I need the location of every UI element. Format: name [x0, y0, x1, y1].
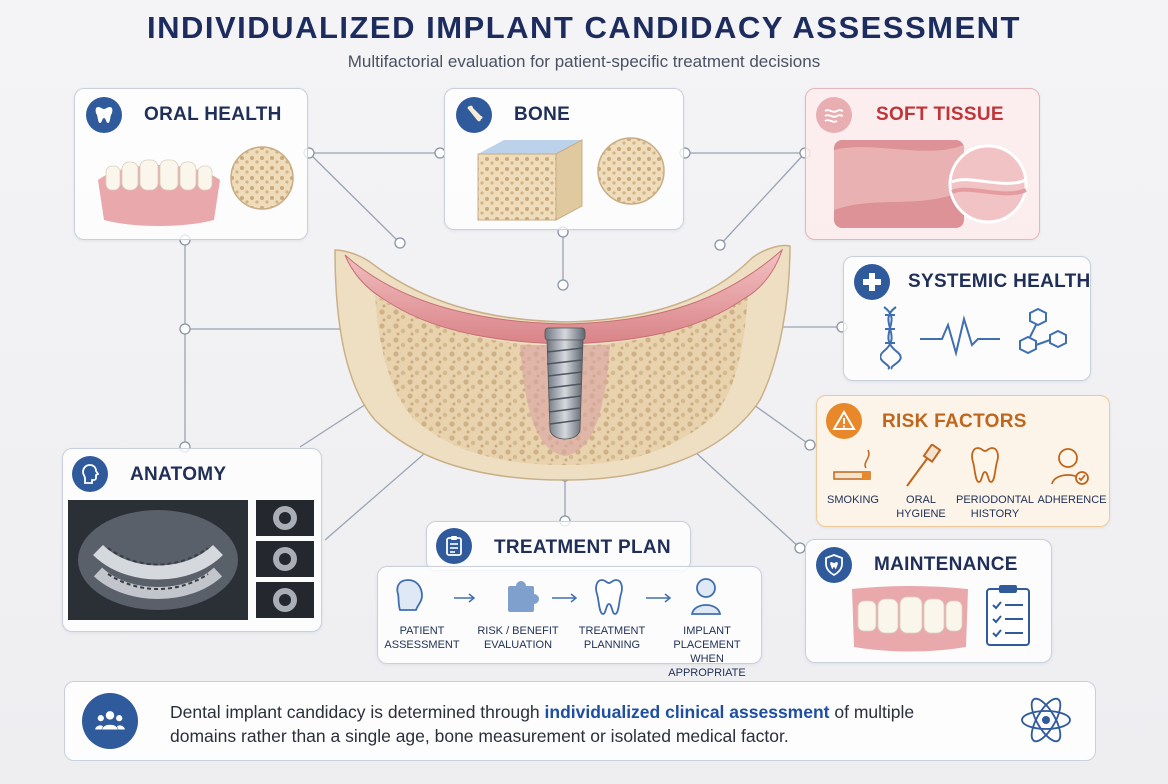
- systemic-icons: [880, 306, 1067, 370]
- teeth-gum-illustration: [98, 159, 220, 226]
- molecule-icon: [1019, 307, 1067, 355]
- tooth-plan-icon: [595, 579, 623, 615]
- risk-item-label: SMOKING: [827, 494, 879, 506]
- bone-title: BONE: [514, 104, 571, 125]
- treatment-plan-panel: [377, 566, 762, 664]
- risk-factor-icons: [833, 444, 1089, 487]
- summary-box: [64, 681, 1096, 761]
- bone-icon: [456, 97, 492, 133]
- dna-icon: [880, 306, 902, 370]
- ct-scan-slices: [256, 500, 314, 618]
- summary-highlight: individualized clinical assessment: [544, 702, 830, 722]
- treatment-plan-title: TREATMENT PLAN: [494, 537, 671, 558]
- puzzle-icon: [508, 581, 539, 612]
- summary-text-part: of multiple domains rather than a single…: [170, 702, 915, 746]
- page-title: INDIVIDUALIZED IMPLANT CANDIDACY ASSESSM…: [147, 10, 1021, 45]
- heartbeat-icon: [920, 315, 1000, 357]
- treatment-step-label: TREATMENT PLANNING: [578, 625, 646, 651]
- medical-cross-icon: [854, 264, 890, 300]
- toothbrush-icon: [906, 444, 942, 487]
- tissue-icon: [816, 97, 852, 133]
- maintenance-title: MAINTENANCE: [874, 554, 1018, 575]
- soft-tissue-title: SOFT TISSUE: [876, 104, 1004, 125]
- bone-cross-section-circle: [597, 137, 665, 205]
- cigarette-icon: [833, 449, 871, 480]
- systemic-health-title: SYSTEMIC HEALTH: [908, 271, 1091, 292]
- checklist-icon: [986, 585, 1030, 646]
- summary-text: Dental implant candidacy is determined t…: [170, 700, 930, 748]
- risk-item-label: PERIODONTAL HISTORY: [955, 494, 1035, 520]
- risk-item-label: ORAL HYGIENE: [896, 494, 946, 520]
- panoramic-xray-image: [68, 500, 248, 620]
- warning-icon: [826, 403, 862, 439]
- head-profile-icon: [72, 456, 108, 492]
- risk-item-label: ADHERENCE: [1037, 494, 1107, 506]
- healthy-teeth-illustration: [852, 586, 968, 652]
- bone-block-illustration: [477, 139, 583, 221]
- anatomy-title: ANATOMY: [130, 464, 227, 485]
- atom-icon: [1021, 697, 1071, 743]
- dentist-icon: [690, 578, 722, 615]
- people-group-icon: [82, 693, 138, 749]
- shield-tooth-icon: [816, 547, 852, 583]
- bone-texture-circle: [230, 146, 294, 210]
- treatment-step-label: IMPLANT PLACEMENT WHEN APPROPRIATE: [668, 625, 746, 679]
- tooth-icon: [86, 97, 122, 133]
- treatment-flow-icons: [396, 578, 722, 615]
- person-check-icon: [1051, 448, 1089, 485]
- patient-head-icon: [396, 579, 423, 611]
- treatment-step-label: RISK / BENEFIT EVALUATION: [477, 625, 559, 651]
- summary-text-part: Dental implant candidacy is determined t…: [170, 702, 545, 722]
- page-subtitle: Multifactorial evaluation for patient-sp…: [347, 52, 821, 71]
- treatment-step-label: PATIENT ASSESSMENT: [384, 625, 460, 651]
- gum-tissue-illustration: [834, 140, 1028, 228]
- tooth-outline-icon: [971, 447, 999, 483]
- oral-health-title: ORAL HEALTH: [144, 104, 282, 125]
- clipboard-icon: [436, 528, 472, 564]
- risk-factors-title: RISK FACTORS: [882, 411, 1027, 432]
